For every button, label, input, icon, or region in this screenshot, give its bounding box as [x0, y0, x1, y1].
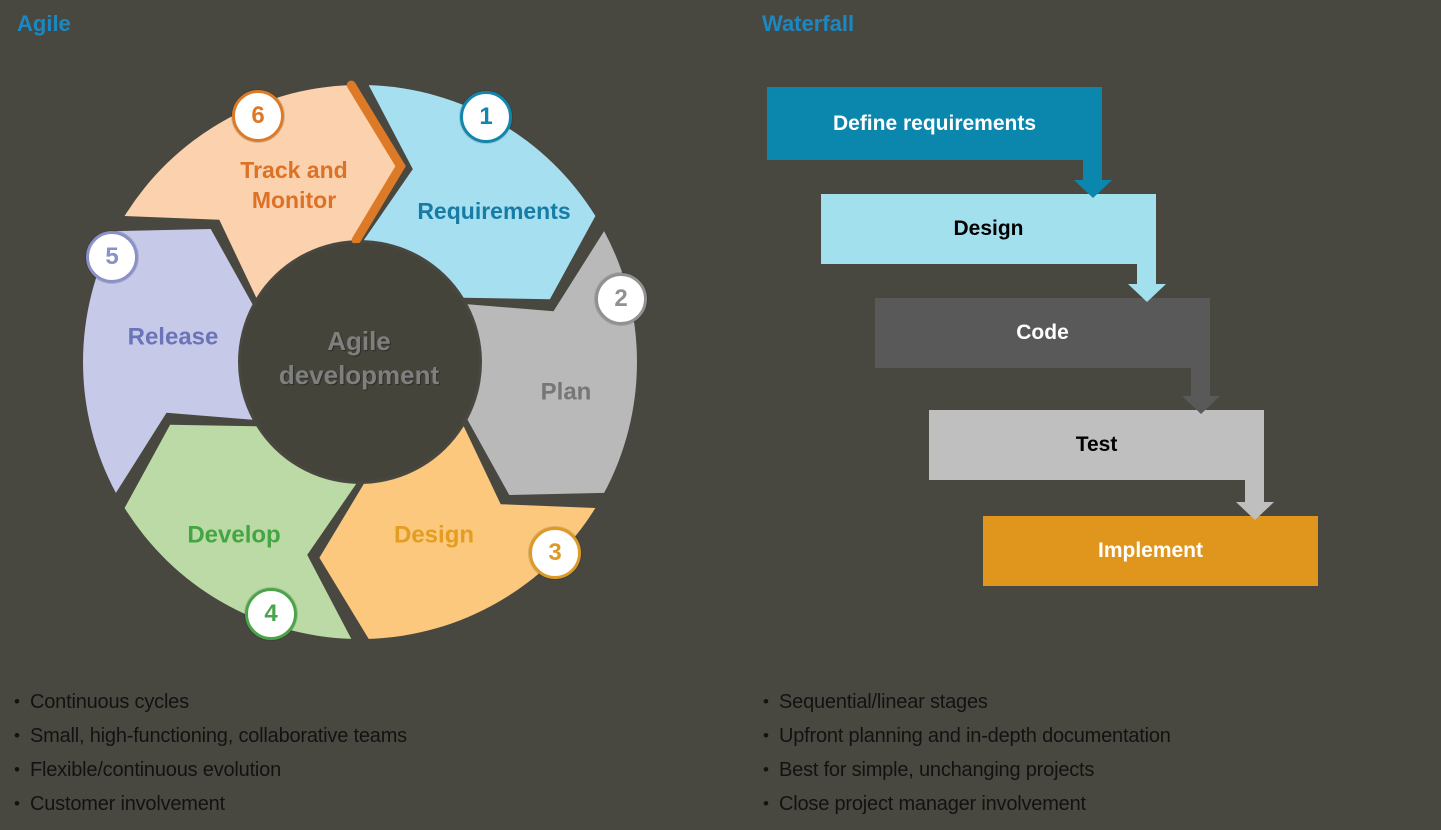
cycle-segment-4	[124, 424, 357, 639]
cycle-label-requirements: Requirements	[417, 198, 571, 225]
waterfall-flow-arrowhead-icon	[1235, 502, 1274, 520]
cycle-label-release: Release	[127, 323, 219, 351]
cycle-center-circle	[241, 243, 479, 481]
bullet-icon: •	[14, 760, 20, 779]
cycle-segment-2	[467, 231, 637, 495]
bullet-text: Customer involvement	[30, 792, 225, 815]
cycle-step-badge-1: 1	[460, 91, 512, 143]
waterfall-bullet-list: • Sequential/linear stages • Upfront plann…	[763, 685, 1171, 821]
waterfall-flow-arrow	[1191, 366, 1210, 396]
waterfall-step-code: Code	[875, 298, 1210, 368]
waterfall-section-title: Waterfall	[762, 11, 855, 36]
waterfall-flow-arrowhead-icon	[1073, 180, 1112, 198]
cycle-segment-5	[83, 229, 253, 493]
bullet-icon: •	[763, 692, 769, 711]
agile-cycle-diagram	[83, 80, 637, 639]
list-item: • Best for simple, unchanging projects	[763, 753, 1171, 787]
cycle-step-badge-4: 4	[245, 588, 297, 640]
waterfall-step-test: Test	[929, 410, 1264, 480]
waterfall-flow-arrow	[1083, 158, 1102, 180]
bullet-text: Flexible/continuous evolution	[30, 758, 282, 781]
waterfall-step-label: Test	[1075, 433, 1118, 456]
waterfall-step-label: Code	[1016, 321, 1069, 344]
cycle-segment-1	[363, 85, 596, 300]
list-item: • Sequential/linear stages	[763, 685, 1171, 719]
waterfall-step-label: Define requirements	[832, 111, 1037, 135]
cycle-label-track-and-monitor: Track and Monitor	[240, 157, 348, 213]
agile-bullet-list: • Continuous cycles • Small, high-function…	[14, 685, 407, 821]
waterfall-step-label: Design	[953, 217, 1024, 240]
waterfall-step-implement: Implement	[983, 516, 1318, 586]
waterfall-flow-arrowhead-icon	[1181, 396, 1220, 414]
cycle-step-badge-5: 5	[86, 231, 138, 283]
bullet-text: Upfront planning and in-depth documentat…	[779, 724, 1171, 747]
cycle-segment-3	[319, 426, 596, 639]
list-item: • Small, high-functioning, collaborative …	[14, 719, 407, 753]
list-item: • Flexible/continuous evolution	[14, 753, 407, 787]
bullet-icon: •	[763, 794, 769, 813]
cycle-center-label: Agile development	[278, 326, 440, 390]
waterfall-step-label: Implement	[1097, 539, 1204, 562]
cycle-segment-6	[124, 85, 401, 298]
agile-section-title: Agile	[17, 11, 71, 36]
bullet-text: Small, high-functioning, collaborative t…	[30, 724, 407, 747]
list-item: • Continuous cycles	[14, 685, 407, 719]
cycle-step-badge-6: 6	[232, 90, 284, 142]
bullet-text: Best for simple, unchanging projects	[779, 758, 1095, 781]
cycle-arrowhead-stripe	[346, 80, 406, 245]
list-item: • Customer involvement	[14, 787, 407, 821]
bullet-text: Sequential/linear stages	[779, 690, 988, 713]
bullet-text: Close project manager involvement	[779, 792, 1086, 815]
cycle-step-badge-3: 3	[529, 527, 581, 579]
waterfall-step-define-requirements: Define requirements	[767, 87, 1102, 160]
cycle-label-plan: Plan	[540, 378, 592, 406]
cycle-label-design: Design	[393, 521, 475, 549]
bullet-text: Continuous cycles	[30, 690, 189, 713]
waterfall-flow-arrow	[1245, 478, 1264, 502]
bullet-icon: •	[14, 726, 20, 745]
bullet-icon: •	[14, 692, 20, 711]
waterfall-step-design: Design	[821, 194, 1156, 264]
waterfall-flow-arrowhead-icon	[1127, 284, 1166, 302]
list-item: • Upfront planning and in-depth documenta…	[763, 719, 1171, 753]
cycle-step-badge-2: 2	[595, 273, 647, 325]
bullet-icon: •	[763, 760, 769, 779]
cycle-label-develop: Develop	[187, 521, 281, 549]
waterfall-flow-arrow	[1137, 262, 1156, 284]
list-item: • Close project manager involvement	[763, 787, 1171, 821]
bullet-icon: •	[14, 794, 20, 813]
bullet-icon: •	[763, 726, 769, 745]
